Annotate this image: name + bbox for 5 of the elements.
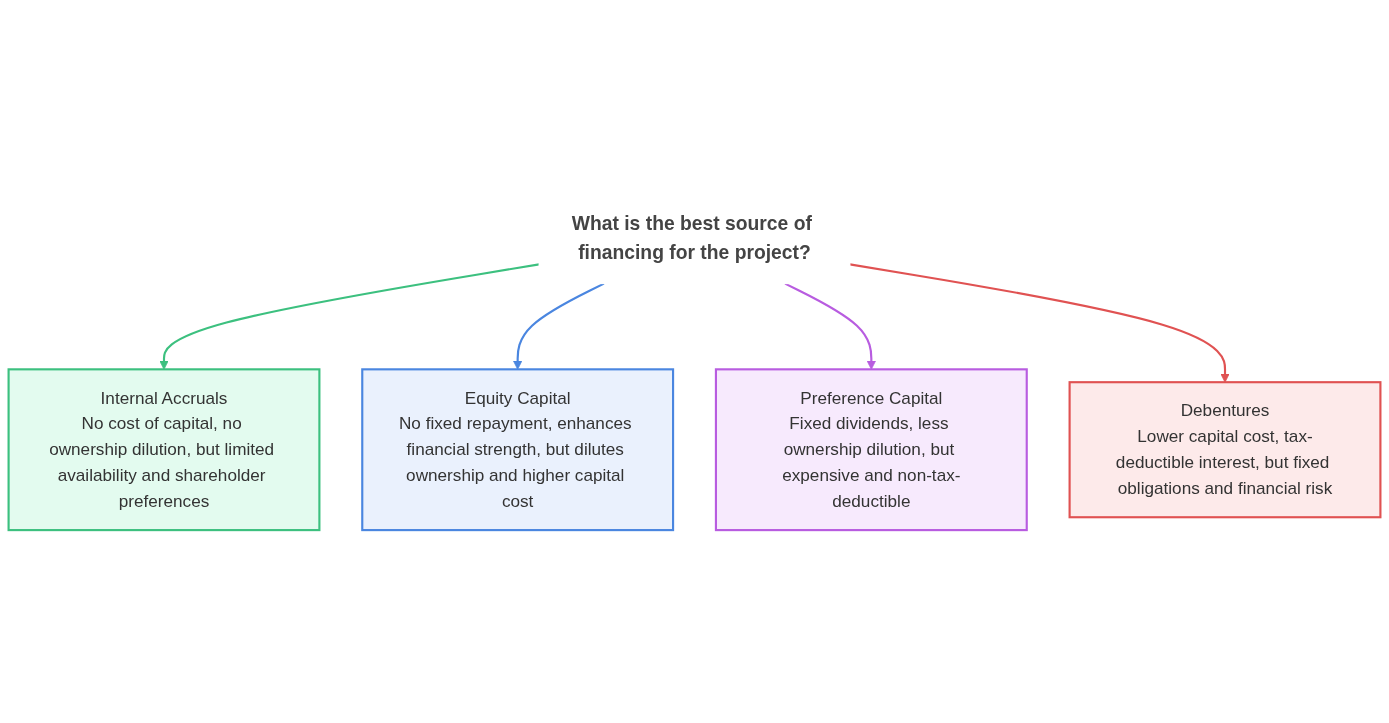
node-box: Equity Capital No fixed repayment, enhances financial strength, but dilutes ownership and higher capital cost xyxy=(361,367,675,531)
node-text: What is the best source of financing for the project? xyxy=(571,212,812,263)
node-box: Preference Capital Fixed dividends, less ownership dilution, but expensive and non-tax-deductible xyxy=(714,367,1028,531)
node-box: Internal Accruals No cost of capital, no ownership dilution, but limited availability and shareholder preferences xyxy=(7,367,321,531)
node-box: Debentures Lower capital cost, tax-deductible interest, but fixed obligations and financial risk xyxy=(1068,380,1382,518)
